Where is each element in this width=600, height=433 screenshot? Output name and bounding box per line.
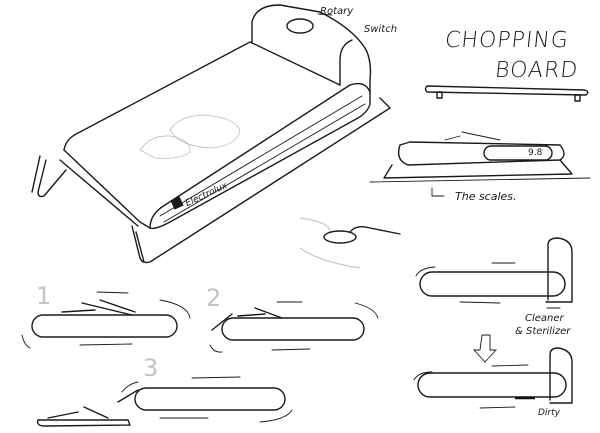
rotary-label: Rotary: [320, 6, 354, 17]
chopping-title: CHOPPING: [443, 28, 571, 53]
step-3-number: 3: [143, 354, 159, 382]
cleaner-diagram-top: [415, 237, 573, 309]
rotary-switch-sketch: [286, 18, 314, 34]
dirty-label: Dirty: [538, 408, 560, 418]
sterilizer-label: & Sterilizer: [515, 326, 571, 337]
step-1-sketch: [21, 291, 191, 349]
step-3-sketch: [36, 376, 293, 427]
scale-display-value: 9.8: [528, 148, 543, 158]
scales-label: The scales.: [455, 190, 517, 203]
step-2-sketch: [209, 301, 379, 353]
scales-sketch: [369, 131, 591, 183]
step-1-number: 1: [36, 282, 52, 310]
main-appliance-sketch: [31, 4, 391, 264]
step-2-number: 2: [206, 284, 222, 312]
scales-pointer-arrow: [431, 187, 445, 197]
chopping-board-sketch: [424, 85, 589, 102]
cleaner-label: Cleaner: [525, 313, 564, 324]
board-title: BOARD: [493, 58, 580, 83]
brand-logo-icon: [170, 196, 184, 210]
switch-label: Switch: [364, 24, 398, 35]
rotary-pointer-arrow: [317, 13, 333, 16]
finger-button-sketch: [299, 217, 401, 269]
cleaner-diagram-bottom: [413, 347, 573, 409]
down-arrow-icon: [472, 334, 498, 363]
